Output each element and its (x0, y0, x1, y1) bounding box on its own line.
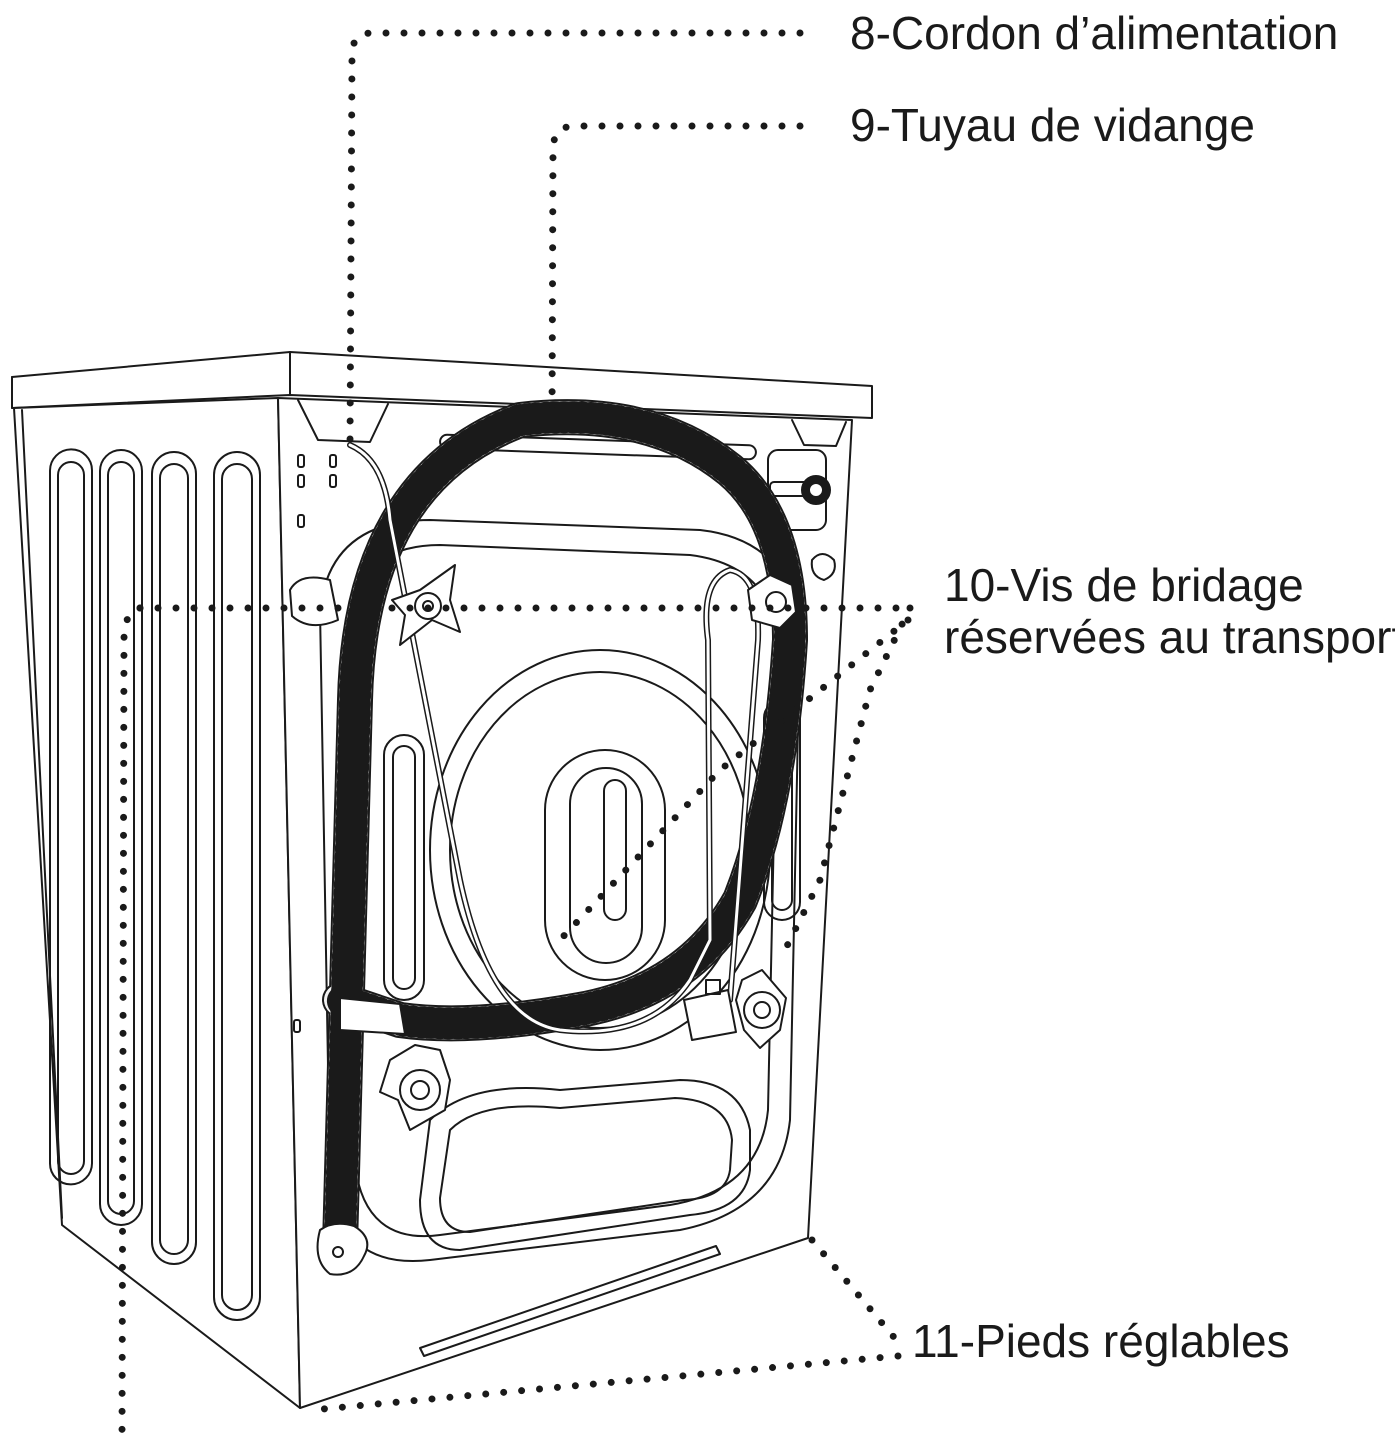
drain-hose-drawing (316, 399, 808, 1276)
lid-edge (11, 351, 291, 409)
top-vent-slot (439, 433, 757, 461)
leader-transport-bolts-diag (556, 616, 912, 944)
hose-clip-top (289, 576, 339, 627)
power-plug (683, 989, 737, 1041)
label-power-cord: 8-Cordon d’alimentation (850, 7, 1339, 59)
lower-emboss (419, 1079, 751, 1251)
leader-feet-top (808, 1236, 902, 1346)
emboss-slot-left (383, 734, 425, 1001)
label-transport-bolts: 10-Vis de bridage réservées au transport (944, 559, 1395, 663)
label-drain-hose: 9-Tuyau de vidange (850, 99, 1255, 151)
emboss-slot-left-inner (392, 745, 416, 990)
transport-bolt-bottom-left (379, 1044, 451, 1131)
top-bracket-left (297, 399, 389, 443)
transport-bolt-top-right (747, 574, 797, 629)
center-emboss-outer (544, 749, 666, 981)
label-adjustable-feet: 11-Pieds réglables (912, 1315, 1290, 1367)
bottom-vent-slot (419, 1245, 721, 1357)
leader-left-vertical (118, 604, 144, 1444)
back-panel-holes (293, 454, 337, 1033)
hose-clip-bottom (339, 997, 406, 1035)
top-bracket-right (791, 419, 847, 447)
label-transport-bolts-line2: réservées au transport (944, 610, 1395, 663)
label-transport-bolts-line1: 10-Vis de bridage (944, 559, 1304, 611)
center-slot (603, 779, 627, 921)
center-emboss-inner (569, 767, 643, 964)
side-panel-ribs (49, 448, 261, 1321)
transport-bolt-bottom-right (735, 969, 787, 1049)
transport-bolt-top-left (391, 564, 461, 646)
